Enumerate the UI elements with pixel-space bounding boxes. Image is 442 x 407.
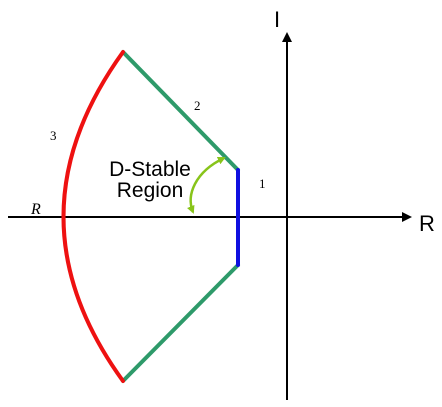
boundary-2-label: 2 bbox=[194, 98, 201, 113]
imaginary-axis-label: I bbox=[274, 7, 280, 32]
region-label-line1: D-Stable bbox=[109, 158, 191, 181]
boundary-2-lower-line bbox=[121, 263, 240, 383]
real-axis-label: R bbox=[419, 211, 435, 236]
radius-label: R bbox=[30, 201, 41, 218]
angle-arc-arrow bbox=[187, 156, 226, 214]
boundary-2-upper-line bbox=[121, 50, 240, 172]
region-label-line2: Region bbox=[117, 179, 184, 202]
boundary-3-label: 3 bbox=[50, 128, 57, 143]
boundary-3-arc bbox=[61, 50, 125, 383]
boundary-1-label: 1 bbox=[259, 176, 266, 191]
